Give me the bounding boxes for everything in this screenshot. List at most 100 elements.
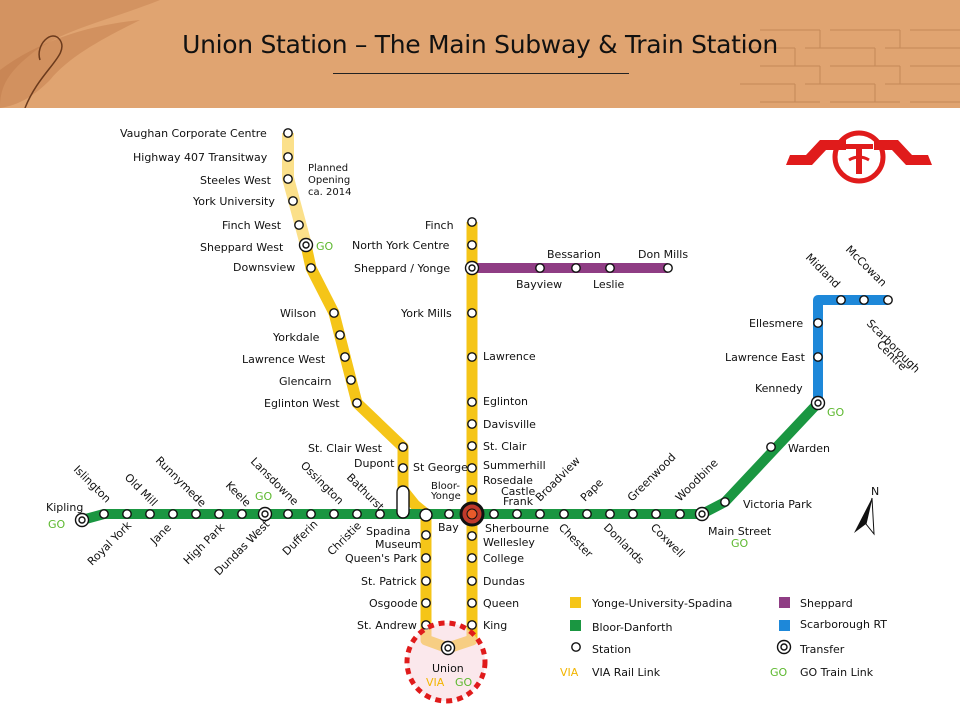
label-royal-york: Royal York xyxy=(85,518,135,568)
label-bessarion: Bessarion xyxy=(547,248,601,261)
station-castle-frank xyxy=(512,509,522,519)
legend-yus: Yonge-University-Spadina xyxy=(591,597,732,610)
label-st-clair-west: St. Clair West xyxy=(308,442,383,455)
label-wilson: Wilson xyxy=(280,307,316,320)
label-queens-park: Queen's Park xyxy=(345,552,418,565)
bloor-yonge-highlight xyxy=(459,501,485,527)
label-ossington: Ossington xyxy=(298,459,346,507)
label-don-mills: Don Mills xyxy=(638,248,688,261)
station-bayview xyxy=(535,263,545,273)
station-davisville xyxy=(467,419,477,429)
label-leslie: Leslie xyxy=(593,278,625,291)
station-wellesley xyxy=(467,531,477,541)
station-keele xyxy=(237,509,247,519)
station-glencairn xyxy=(346,375,356,385)
legend-go: GO Train Link xyxy=(800,666,874,679)
label-osgoode: Osgoode xyxy=(369,597,418,610)
label-pape: Pape xyxy=(578,476,606,504)
legend-bd: Bloor-Danforth xyxy=(592,621,672,634)
station-st-clair-west xyxy=(398,442,408,452)
label-bayview: Bayview xyxy=(516,278,562,291)
label-vaughan: Vaughan Corporate Centre xyxy=(120,127,267,140)
via-tag-union: VIA xyxy=(426,676,445,689)
label-st-patrick: St. Patrick xyxy=(361,575,417,588)
legend-via-tag: VIA xyxy=(560,666,579,679)
station-lawrence-west xyxy=(340,352,350,362)
label-queen: Queen xyxy=(483,597,519,610)
label-rosedale: Rosedale xyxy=(483,474,533,487)
label-bloor-yonge-2: Yonge xyxy=(430,491,461,502)
label-king: King xyxy=(483,619,507,632)
station-dupont xyxy=(398,463,408,473)
station-wilson xyxy=(329,308,339,318)
legend-station: Station xyxy=(592,643,631,656)
label-chester: Chester xyxy=(556,521,596,561)
label-york-university: York University xyxy=(192,195,275,208)
station-lansdowne xyxy=(283,509,293,519)
label-lawrence: Lawrence xyxy=(483,350,536,363)
station-christie xyxy=(352,509,362,519)
go-tag-dundas-west: GO xyxy=(255,490,273,503)
label-eglinton-west: Eglinton West xyxy=(264,397,340,410)
station-donlands xyxy=(605,509,615,519)
page-title: Union Station – The Main Subway & Train … xyxy=(182,30,778,59)
go-tag-union: GO xyxy=(455,676,473,689)
label-bloor-yonge-1: Bloor- xyxy=(431,481,460,492)
label-eglinton: Eglinton xyxy=(483,395,528,408)
union-highlight-ring xyxy=(404,620,488,704)
station-mccowan-dot xyxy=(859,295,869,305)
go-tag-kennedy: GO xyxy=(827,406,845,419)
station-ellesmere xyxy=(813,318,823,328)
station-vaughan xyxy=(283,128,293,138)
station-runnymede xyxy=(191,509,201,519)
label-davisville: Davisville xyxy=(483,418,536,431)
label-yorkdale: Yorkdale xyxy=(272,331,320,344)
station-downsview xyxy=(306,263,316,273)
station-dundas xyxy=(467,576,477,586)
label-wellesley: Wellesley xyxy=(483,536,535,549)
label-jane: Jane xyxy=(147,521,174,548)
station-finch xyxy=(467,217,477,227)
label-dufferin: Dufferin xyxy=(280,518,321,559)
header-banner: Union Station – The Main Subway & Train … xyxy=(0,0,960,108)
north-arrow: N xyxy=(854,485,879,536)
label-islington: Islington xyxy=(71,463,113,505)
label-greenwood: Greenwood xyxy=(625,451,679,505)
label-bathurst: Bathurst xyxy=(344,471,387,514)
label-scarborough-1: Scarborough xyxy=(864,317,923,376)
station-woodbine xyxy=(675,509,685,519)
station-warden xyxy=(766,442,776,452)
label-kennedy: Kennedy xyxy=(755,382,803,395)
label-dupont: Dupont xyxy=(354,457,395,470)
label-ellesmere: Ellesmere xyxy=(749,317,803,330)
station-york-mills xyxy=(467,308,477,318)
label-runnymede: Runnymede xyxy=(153,454,209,510)
station-college xyxy=(467,553,477,563)
label-steeles-west: Steeles West xyxy=(200,174,272,187)
label-castle-1: Castle xyxy=(501,485,536,498)
station-don-mills xyxy=(663,263,673,273)
label-lawrence-east: Lawrence East xyxy=(725,351,806,364)
label-st-clair: St. Clair xyxy=(483,440,527,453)
station-steeles-west xyxy=(283,174,293,184)
label-north-york-centre: North York Centre xyxy=(352,239,450,252)
station-lawrence-east xyxy=(813,352,823,362)
station-museum xyxy=(421,530,431,540)
go-tag-main-street: GO xyxy=(731,537,749,550)
label-mccowan: McCowan xyxy=(843,243,889,289)
label-main-street: Main Street xyxy=(708,525,772,538)
station-bay xyxy=(444,509,454,519)
station-lawrence xyxy=(467,352,477,362)
label-sheppard-west: Sheppard West xyxy=(200,241,284,254)
label-spadina: Spadina xyxy=(366,525,410,538)
station-broadview xyxy=(535,509,545,519)
station-scarborough-centre xyxy=(883,295,893,305)
planned-note-1: Planned xyxy=(308,163,348,174)
go-tag-kipling: GO xyxy=(48,518,66,531)
label-glencairn: Glencairn xyxy=(279,375,331,388)
label-st-george: St George xyxy=(413,461,468,474)
label-college: College xyxy=(483,552,524,565)
label-downsview: Downsview xyxy=(233,261,295,274)
station-dufferin xyxy=(306,509,316,519)
station-st-clair xyxy=(467,441,477,451)
